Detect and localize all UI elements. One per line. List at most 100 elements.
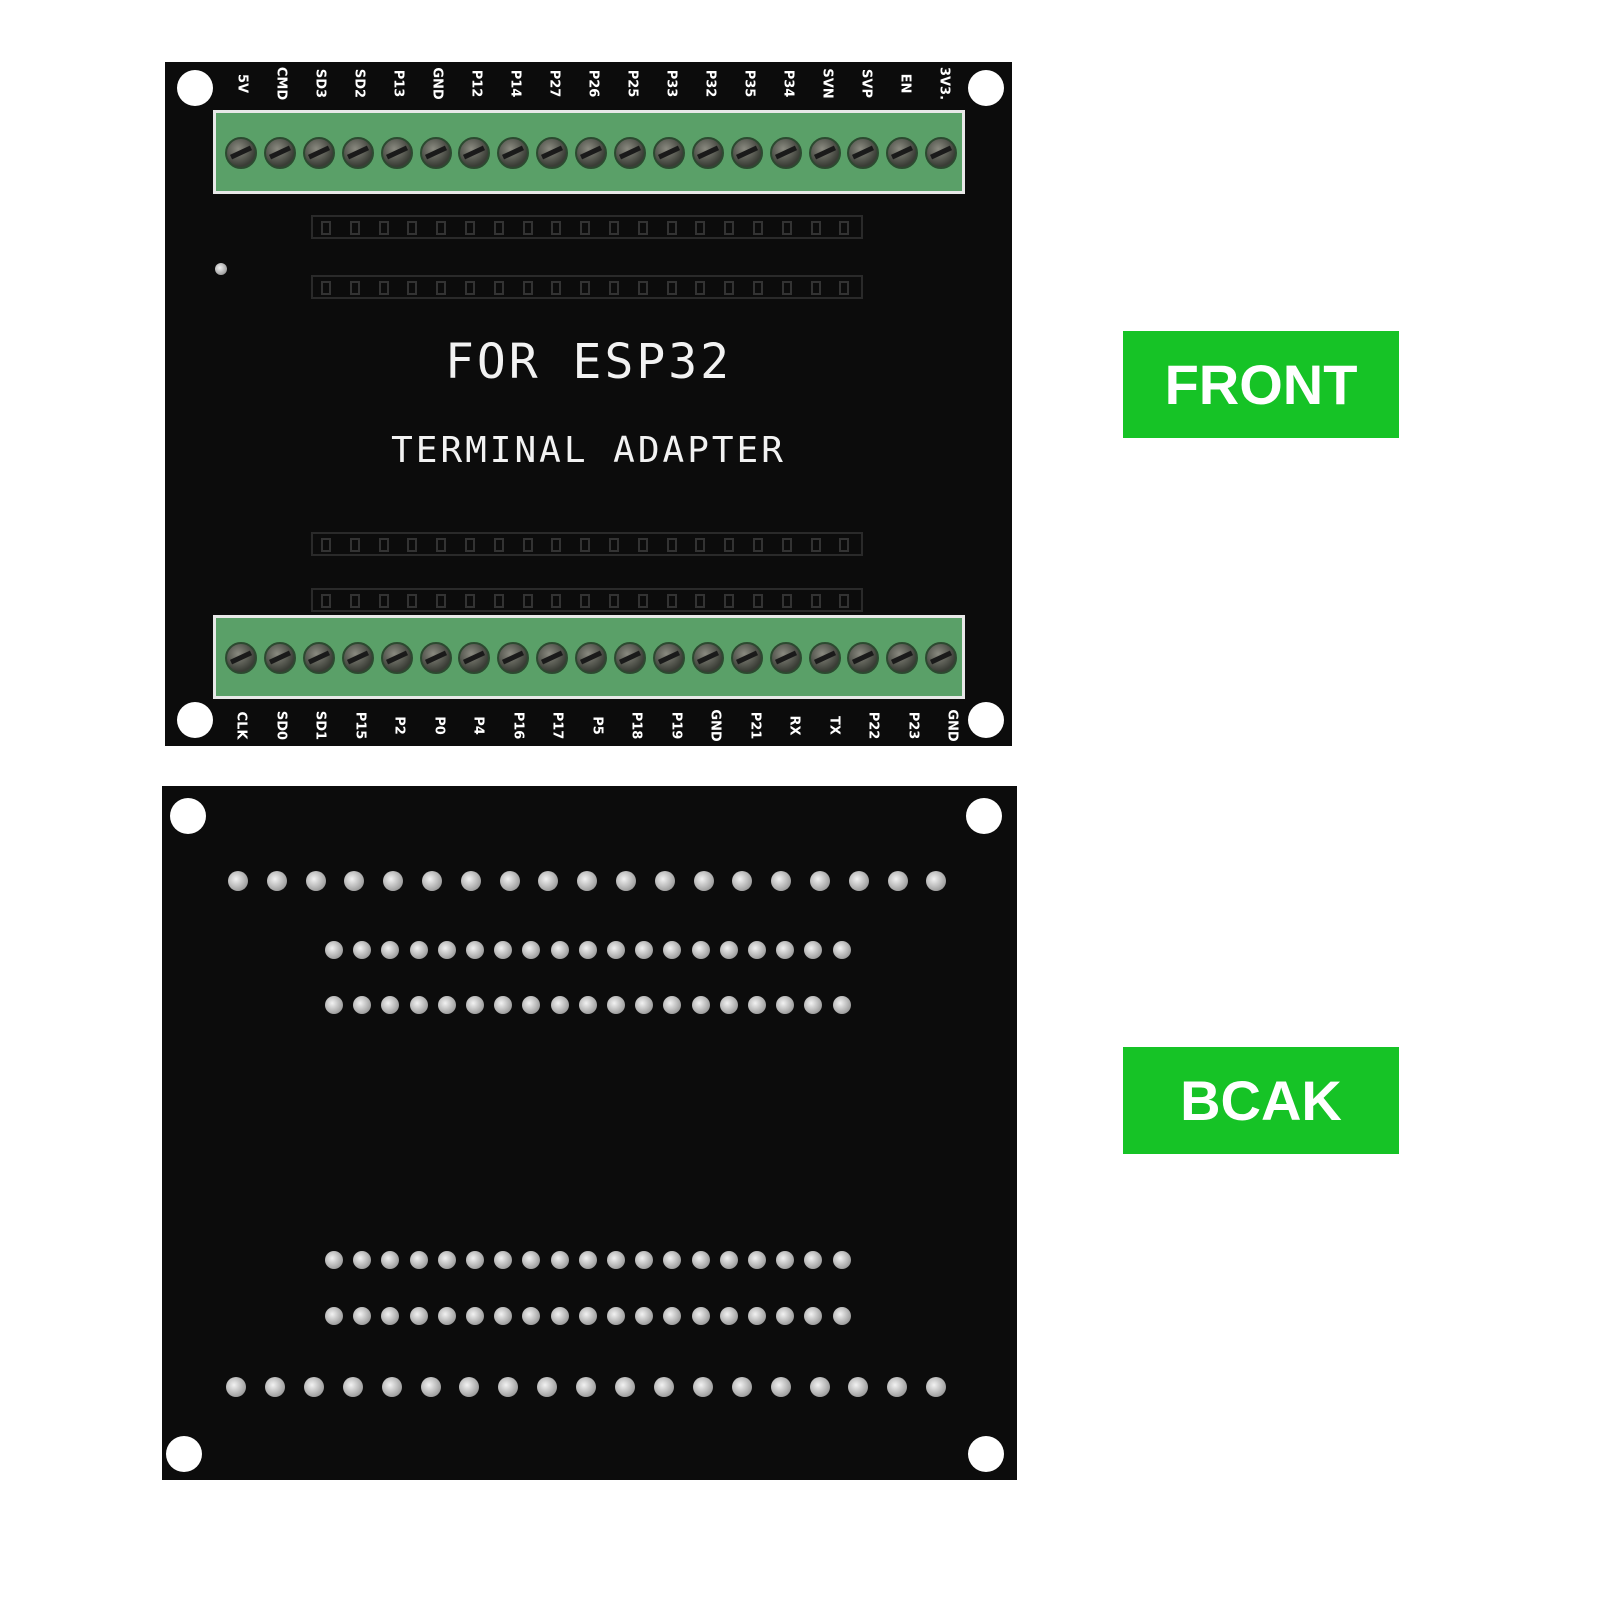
header-pin	[378, 538, 389, 552]
solder-joint	[383, 871, 404, 891]
header-pin	[321, 221, 331, 235]
screw-icon	[808, 642, 841, 674]
header-pin	[522, 538, 533, 552]
solder-joint	[264, 1377, 285, 1397]
header-pin	[810, 281, 821, 295]
header-pin	[407, 538, 418, 552]
header-pin	[522, 594, 533, 608]
solder-joint	[832, 996, 851, 1014]
pin-label: P13	[390, 69, 406, 98]
pin-label: P32	[702, 69, 718, 98]
solder-joint	[303, 1377, 324, 1397]
screw-icon	[808, 137, 841, 169]
solder-joint	[693, 871, 714, 891]
solder-joint	[691, 1307, 710, 1325]
header-pin	[493, 221, 504, 235]
solder-joint	[663, 996, 682, 1014]
pin-label: P19	[668, 711, 683, 740]
solder-joint	[804, 1307, 823, 1325]
mounting-hole	[968, 1436, 1004, 1472]
header-pin	[580, 538, 591, 552]
header-pin	[724, 281, 735, 295]
solder-joint	[635, 1307, 654, 1325]
mounting-hole	[177, 70, 213, 106]
header-pin	[666, 221, 677, 235]
screw-icon	[341, 137, 374, 169]
screw-icon	[691, 137, 724, 169]
header-pin	[724, 538, 735, 552]
solder-joint	[607, 1251, 625, 1269]
solder-joint	[804, 941, 823, 959]
header-pin	[321, 538, 331, 552]
solder-joint	[635, 941, 654, 959]
solder-joint	[409, 1251, 428, 1269]
solder-joint	[550, 1251, 569, 1269]
header-pin	[551, 281, 562, 295]
solder-joint	[663, 1251, 682, 1269]
header-pin	[695, 281, 706, 295]
solder-joint	[926, 871, 947, 891]
solder-joint	[719, 996, 738, 1014]
solder-joint	[325, 1307, 343, 1325]
solder-joint	[550, 1307, 569, 1325]
led-dot	[215, 263, 227, 275]
header-pin	[781, 594, 792, 608]
solder-joint	[748, 1307, 766, 1325]
screw-icon	[263, 642, 296, 674]
pin-label: CLK	[233, 711, 249, 740]
header-pin	[551, 221, 562, 235]
header-pin	[580, 221, 591, 235]
solder-joint	[494, 1251, 513, 1269]
screw-icon	[419, 137, 452, 169]
solder-joint	[719, 941, 738, 959]
pin-label: P14	[507, 69, 523, 98]
solder-joint	[409, 1307, 428, 1325]
pin-label: P23	[905, 711, 920, 740]
solder-joint	[381, 1251, 400, 1269]
solder-joint	[848, 871, 869, 891]
header-pin	[609, 538, 619, 552]
header-pin	[465, 221, 475, 235]
header-pin	[839, 538, 850, 552]
pin-label: SD1	[312, 710, 328, 741]
solder-joint	[437, 941, 456, 959]
header-pin	[349, 594, 360, 608]
mounting-hole	[170, 798, 206, 834]
header-pin	[753, 594, 763, 608]
pin-label: P21	[747, 711, 762, 740]
solder-joint	[344, 871, 365, 891]
mounting-hole	[968, 70, 1004, 106]
screw-icon	[575, 642, 608, 674]
screw-icon	[263, 137, 296, 169]
solder-joint	[731, 1377, 752, 1397]
header-pin	[378, 594, 389, 608]
screw-icon	[614, 642, 646, 674]
solder-joint	[926, 1377, 947, 1397]
solder-joint	[607, 941, 625, 959]
solder-joint	[226, 1377, 246, 1397]
screw-icon	[497, 642, 530, 674]
solder-joint	[748, 996, 766, 1014]
solder-joint	[305, 871, 326, 891]
solder-joint	[776, 996, 795, 1014]
pin-label: P33	[663, 69, 679, 98]
header-pin	[465, 281, 475, 295]
solder-joint	[719, 1251, 738, 1269]
pin-label: EN	[897, 73, 913, 94]
screw-icon	[497, 137, 530, 169]
solder-joint	[522, 1251, 541, 1269]
screw-icon	[847, 137, 880, 169]
solder-joint	[353, 1251, 372, 1269]
solder-joint	[748, 941, 766, 959]
solder-joint	[466, 996, 484, 1014]
pin-label: SD0	[273, 710, 288, 741]
header-pin	[349, 538, 360, 552]
pin-label: P15	[352, 711, 367, 740]
pin-label: 3V3.	[936, 66, 952, 101]
solder-joint	[494, 941, 513, 959]
solder-joint	[550, 996, 569, 1014]
header-pin	[609, 281, 619, 295]
screw-icon	[458, 137, 491, 169]
